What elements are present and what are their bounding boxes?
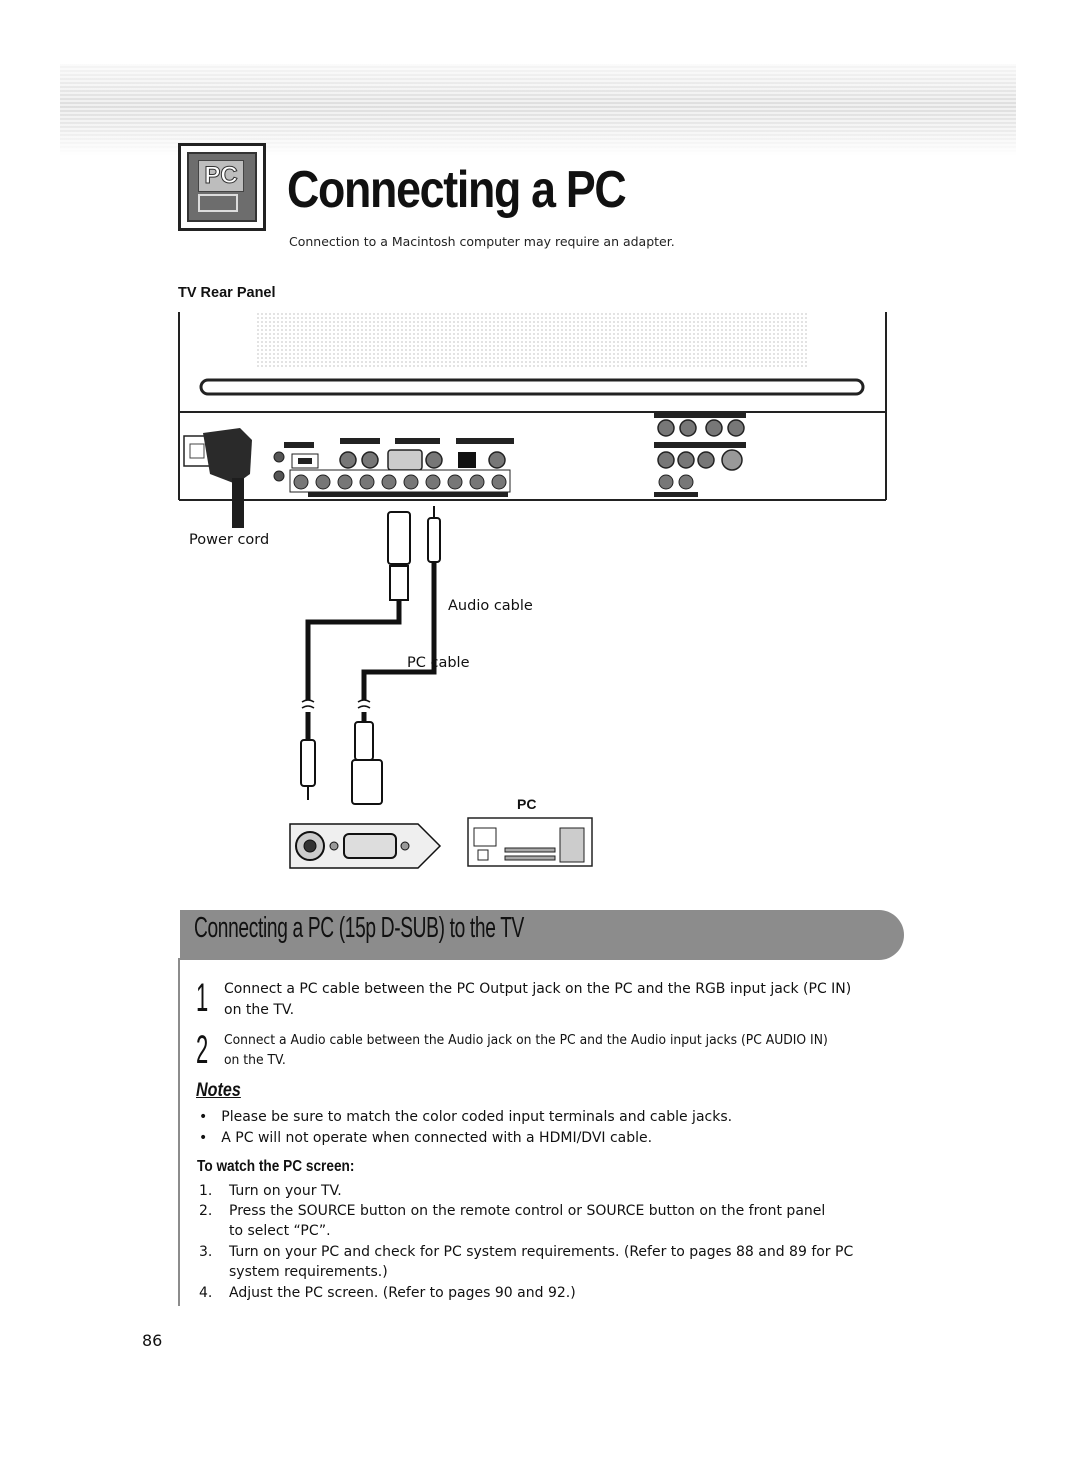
section-heading: Connecting a PC (15p D-SUB) to the TV bbox=[194, 912, 524, 944]
list-item: 1. Turn on your TV. bbox=[199, 1183, 342, 1199]
notes-heading: Notes bbox=[196, 1080, 241, 1101]
note-item: •Please be sure to match the color coded… bbox=[199, 1109, 733, 1125]
pc-section-icon: PC bbox=[178, 143, 266, 231]
pc-connector-callout bbox=[289, 823, 442, 869]
connection-diagram bbox=[178, 312, 887, 869]
power-cord-label: Power cord bbox=[189, 532, 270, 548]
watch-pc-heading: To watch the PC screen: bbox=[197, 1158, 355, 1175]
power-cord-plug bbox=[183, 428, 252, 528]
header-band-texture bbox=[60, 64, 1016, 156]
pc-icon-text: PC bbox=[198, 160, 244, 192]
pc-cable-label: PC cable bbox=[407, 655, 470, 671]
step-text: Connect a PC cable between the PC Output… bbox=[224, 981, 852, 1018]
audio-cable bbox=[361, 506, 441, 700]
audio-cable-label: Audio cable bbox=[448, 598, 533, 614]
tv-rear-panel-label: TV Rear Panel bbox=[178, 285, 276, 301]
step-number: 1 bbox=[196, 976, 209, 1020]
pc-label: PC bbox=[517, 796, 537, 812]
tv-back-panel bbox=[178, 312, 887, 501]
step-text: Connect a Audio cable between the Audio … bbox=[224, 1033, 828, 1068]
step-number: 2 bbox=[196, 1028, 209, 1072]
page-subtitle: Connection to a Macintosh computer may r… bbox=[289, 234, 675, 249]
page-number: 86 bbox=[142, 1331, 163, 1350]
list-item: 4. Adjust the PC screen. (Refer to pages… bbox=[199, 1285, 576, 1301]
monitor-icon bbox=[198, 194, 238, 212]
section-banner bbox=[180, 910, 904, 960]
list-item: 3. Turn on your PC and check for PC syst… bbox=[199, 1244, 854, 1280]
page-title: Connecting a PC bbox=[287, 161, 627, 219]
pc-side-plugs bbox=[300, 712, 383, 805]
pc-tower-illustration bbox=[467, 817, 593, 867]
pc-cable bbox=[305, 511, 411, 700]
jack-strip bbox=[273, 412, 746, 497]
section-rule bbox=[178, 958, 180, 1306]
cable-break-marks bbox=[301, 699, 371, 709]
note-item: •A PC will not operate when connected wi… bbox=[199, 1130, 653, 1146]
list-item: 2. Press the SOURCE button on the remote… bbox=[199, 1203, 826, 1239]
